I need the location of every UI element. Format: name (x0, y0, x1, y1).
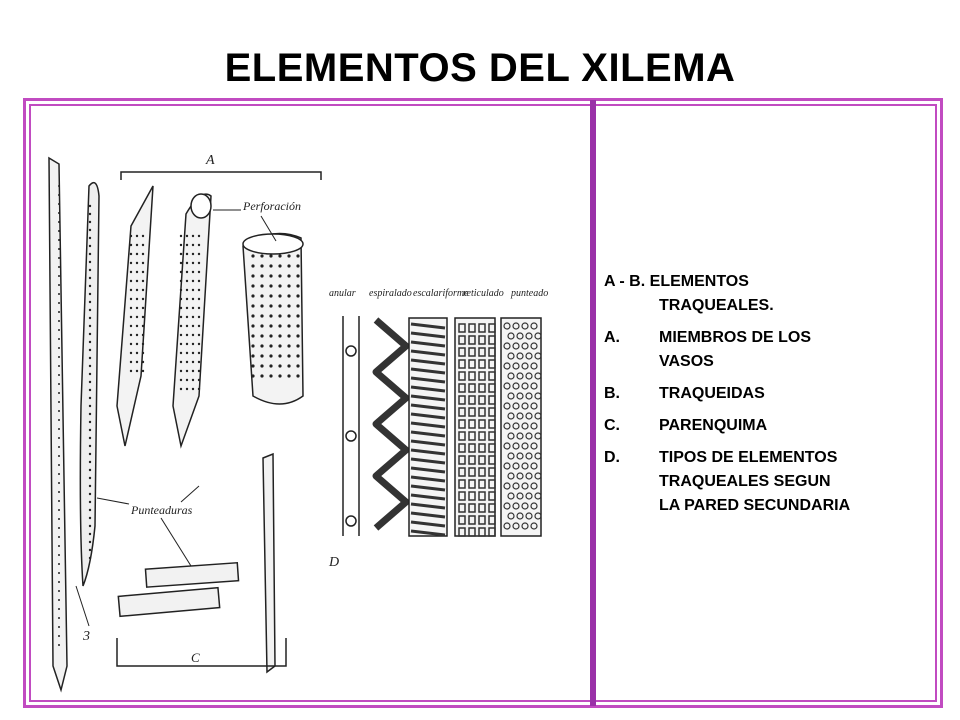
type-label: reticulado (463, 288, 504, 299)
label-d: D (328, 555, 339, 570)
legend-intro-line2: TRAQUEALES. (659, 297, 774, 314)
type-label: punteado (510, 288, 548, 299)
xylem-drawing: A Perforación Punteaduras C 3 anular espi… (48, 153, 548, 693)
legend-key: C. (604, 417, 620, 434)
wall-escalariforme (408, 317, 448, 537)
legend-item-d: D. TIPOS DE ELEMENTOS TRAQUEALES SEGUN L… (604, 446, 934, 518)
legend-text: TIPOS DE ELEMENTOS (659, 449, 838, 466)
wall-espiralado (372, 317, 410, 531)
legend-text: PARENQUIMA (659, 417, 768, 434)
bracket-a (120, 171, 322, 180)
legend-key: D. (604, 449, 620, 466)
vessel-member-1 (116, 185, 154, 447)
vessel-member-3 (242, 232, 304, 405)
legend-text: VASOS (659, 353, 714, 370)
vertical-divider (590, 100, 596, 706)
wall-reticulado (454, 317, 496, 537)
legend-item-a: A. MIEMBROS DE LOS VASOS (604, 326, 934, 374)
label-c: C (191, 650, 200, 665)
type-label: espiralado (369, 288, 412, 299)
legend-intro-key: A - B. (604, 273, 646, 290)
outer-frame (23, 98, 943, 708)
legend-item-c: C. PARENQUIMA (604, 414, 934, 438)
bracket-c (116, 638, 287, 667)
label-punteaduras: Punteaduras (130, 503, 193, 517)
type-label: anular (329, 288, 356, 299)
wall-punteado (500, 317, 542, 537)
label-a: A (205, 153, 215, 168)
type-label: escalariforme (413, 288, 469, 299)
legend-item-b: B. TRAQUEIDAS (604, 382, 934, 406)
legend-text: TRAQUEALES SEGUN (659, 473, 831, 490)
label-perforacion: Perforación (242, 199, 301, 213)
legend-text: MIEMBROS DE LOS (659, 329, 812, 346)
inner-frame (29, 104, 937, 702)
parenchyma-cell-2 (117, 586, 221, 618)
wall-anular (342, 316, 360, 536)
tracheid-medium (79, 181, 100, 587)
vessel-member-2 (172, 193, 212, 449)
legend-key: B. (604, 385, 620, 402)
legend-text: TRAQUEIDAS (659, 385, 765, 402)
xylem-illustration: A Perforación Punteaduras C 3 anular espi… (31, 106, 588, 694)
legend-intro-line1: ELEMENTOS (649, 273, 749, 290)
legend-text: LA PARED SECUNDARIA (659, 497, 851, 514)
legend-intro: A - B. ELEMENTOS TRAQUEALES. (604, 270, 934, 318)
slide-title: ELEMENTOS DEL XILEMA (224, 46, 736, 90)
legend: A - B. ELEMENTOS TRAQUEALES. A. MIEMBROS… (604, 270, 934, 526)
parenchyma-vertical (262, 452, 276, 674)
legend-key: A. (604, 329, 620, 346)
parenchyma-cell-1 (144, 561, 240, 588)
tracheid-long (48, 156, 68, 693)
label-3: 3 (82, 629, 90, 644)
